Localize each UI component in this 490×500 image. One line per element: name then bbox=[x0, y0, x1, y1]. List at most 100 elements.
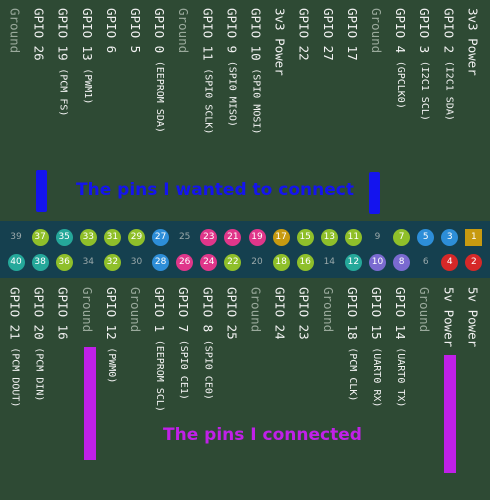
pin-25[interactable]: 25 bbox=[176, 229, 193, 246]
pin-number: 24 bbox=[203, 257, 215, 267]
bot-label-gpio-1-eeprom-scl: GPIO 1 (EEPROM SCL) bbox=[152, 287, 168, 412]
pin-number: 34 bbox=[82, 257, 95, 267]
pin-number: 27 bbox=[154, 232, 167, 242]
pin-38[interactable]: 38 bbox=[31, 254, 49, 271]
pin-2[interactable]: 2 bbox=[465, 254, 483, 271]
pin-label-function: (EEPROM SCL) bbox=[154, 339, 166, 412]
pin-label-main: GPIO 21 bbox=[7, 287, 23, 340]
pin-label-main: Ground bbox=[128, 287, 143, 333]
highlight-bar-wanted-left bbox=[36, 170, 47, 212]
pin-label-main: Ground bbox=[369, 8, 384, 54]
bot-label-ground: Ground bbox=[128, 287, 143, 333]
pin-39[interactable]: 39 bbox=[8, 229, 25, 246]
pin-number: 9 bbox=[374, 232, 381, 242]
pin-24[interactable]: 24 bbox=[200, 254, 218, 271]
pin-label-function: (PWM1) bbox=[81, 68, 93, 105]
bot-label-ground: Ground bbox=[417, 287, 433, 333]
pin-label-main: GPIO 20 bbox=[31, 287, 47, 340]
pin-4[interactable]: 4 bbox=[441, 254, 459, 271]
pin-33[interactable]: 33 bbox=[79, 229, 97, 246]
pin-14[interactable]: 14 bbox=[321, 254, 338, 271]
pin-27[interactable]: 27 bbox=[152, 229, 170, 246]
pin-number: 7 bbox=[398, 232, 405, 242]
pin-label-main: GPIO 18 bbox=[344, 287, 360, 340]
pin-9[interactable]: 9 bbox=[369, 229, 386, 246]
top-label-gpio-3-i2c1-scl: GPIO 3 (I2C1 SCL) bbox=[417, 8, 432, 121]
pin-5[interactable]: 5 bbox=[417, 229, 435, 246]
pin-10[interactable]: 10 bbox=[369, 254, 386, 271]
pin-number: 36 bbox=[58, 257, 70, 267]
bot-label-5v-power: 5v Power bbox=[465, 287, 481, 348]
pin-number: 26 bbox=[178, 257, 191, 267]
pin-label-main: Ground bbox=[417, 287, 433, 333]
pin-12[interactable]: 12 bbox=[344, 254, 362, 271]
pin-label-function: (SPI0 CE0) bbox=[202, 339, 214, 400]
pin-7[interactable]: 7 bbox=[393, 229, 411, 246]
pin-number: 1 bbox=[471, 232, 477, 242]
pin-number: 29 bbox=[130, 232, 143, 242]
pin-label-function: (I2C1 SCL) bbox=[419, 60, 431, 121]
pin-20[interactable]: 20 bbox=[249, 254, 266, 271]
bot-label-5v-power: 5v Power bbox=[441, 287, 456, 347]
pin-18[interactable]: 18 bbox=[272, 254, 290, 271]
pin-label-main: GPIO 19 bbox=[55, 8, 71, 61]
pin-37[interactable]: 37 bbox=[31, 229, 49, 246]
pin-13[interactable]: 13 bbox=[320, 229, 338, 246]
top-label-gpio-13-pwm1: GPIO 13 (PWM1) bbox=[80, 8, 95, 105]
pin-11[interactable]: 11 bbox=[344, 229, 362, 246]
pin-26[interactable]: 26 bbox=[176, 254, 194, 271]
pin-label-function: (GPCLK0) bbox=[395, 60, 407, 109]
pin-label-main: GPIO 26 bbox=[31, 8, 47, 61]
pin-label-main: Ground bbox=[248, 287, 264, 333]
pin-17[interactable]: 17 bbox=[272, 229, 290, 246]
pin-16[interactable]: 16 bbox=[296, 254, 314, 271]
pin-40[interactable]: 40 bbox=[7, 254, 25, 271]
pin-36[interactable]: 36 bbox=[55, 254, 73, 271]
top-label-gpio-6: GPIO 6 bbox=[104, 8, 119, 53]
pin-31[interactable]: 31 bbox=[103, 229, 121, 246]
pin-32[interactable]: 32 bbox=[103, 254, 121, 271]
pin-21[interactable]: 21 bbox=[224, 229, 242, 246]
pin-number: 3 bbox=[446, 232, 453, 242]
top-label-gpio-10-spi0-mosi: GPIO 10 (SPI0 MOSI) bbox=[249, 8, 264, 134]
pin-label-function: (SPI0 SCLK) bbox=[202, 68, 214, 135]
pin-label-function: (PCM CLK) bbox=[346, 347, 358, 402]
pin-label-main: GPIO 1 bbox=[152, 287, 168, 333]
pin-label-main: GPIO 27 bbox=[320, 8, 336, 61]
pin-number: 19 bbox=[251, 232, 263, 242]
bot-label-gpio-24: GPIO 24 bbox=[272, 287, 288, 340]
top-label-gpio-0-eeprom-sda: GPIO 0 (EEPROM SDA) bbox=[152, 8, 167, 133]
bot-label-gpio-15-uart0-rx: GPIO 15 (UART0 RX) bbox=[369, 287, 384, 407]
pin-label-main: GPIO 24 bbox=[272, 287, 288, 340]
bot-label-gpio-12-pwm0: GPIO 12 (PWM0) bbox=[104, 287, 119, 384]
pin-number: 38 bbox=[34, 257, 46, 267]
pin-number: 5 bbox=[422, 232, 429, 242]
pin-label-function: (PWM0) bbox=[105, 347, 117, 384]
top-label-ground: Ground bbox=[176, 8, 191, 53]
pin-29[interactable]: 29 bbox=[128, 229, 145, 246]
pin-30[interactable]: 30 bbox=[128, 254, 145, 271]
pin-15[interactable]: 15 bbox=[296, 229, 314, 246]
pin-3[interactable]: 3 bbox=[441, 229, 459, 246]
pin-label-function: (PCM FS) bbox=[57, 68, 69, 117]
pin-34[interactable]: 34 bbox=[80, 254, 97, 271]
pin-23[interactable]: 23 bbox=[200, 229, 218, 246]
pin-8[interactable]: 8 bbox=[393, 254, 411, 271]
pin-number: 14 bbox=[323, 257, 336, 267]
pin-number: 39 bbox=[10, 232, 22, 242]
note-pins-wanted: The pins I wanted to connect bbox=[76, 180, 354, 200]
pin-number: 23 bbox=[203, 232, 215, 242]
pin-1[interactable]: 1 bbox=[465, 229, 483, 246]
pin-label-main: 5v Power bbox=[465, 287, 481, 348]
pin-label-main: 3v3 Power bbox=[465, 8, 481, 76]
top-label-3v3-power: 3v3 Power bbox=[465, 8, 481, 76]
pin-35[interactable]: 35 bbox=[55, 229, 73, 246]
pin-22[interactable]: 22 bbox=[224, 254, 242, 271]
pin-19[interactable]: 19 bbox=[248, 229, 266, 246]
pin-number: 17 bbox=[275, 232, 287, 242]
pin-28[interactable]: 28 bbox=[152, 254, 170, 271]
pin-6[interactable]: 6 bbox=[417, 254, 434, 271]
bot-label-ground: Ground bbox=[80, 287, 95, 332]
top-label-gpio-11-spi0-sclk: GPIO 11 (SPI0 SCLK) bbox=[200, 8, 215, 135]
